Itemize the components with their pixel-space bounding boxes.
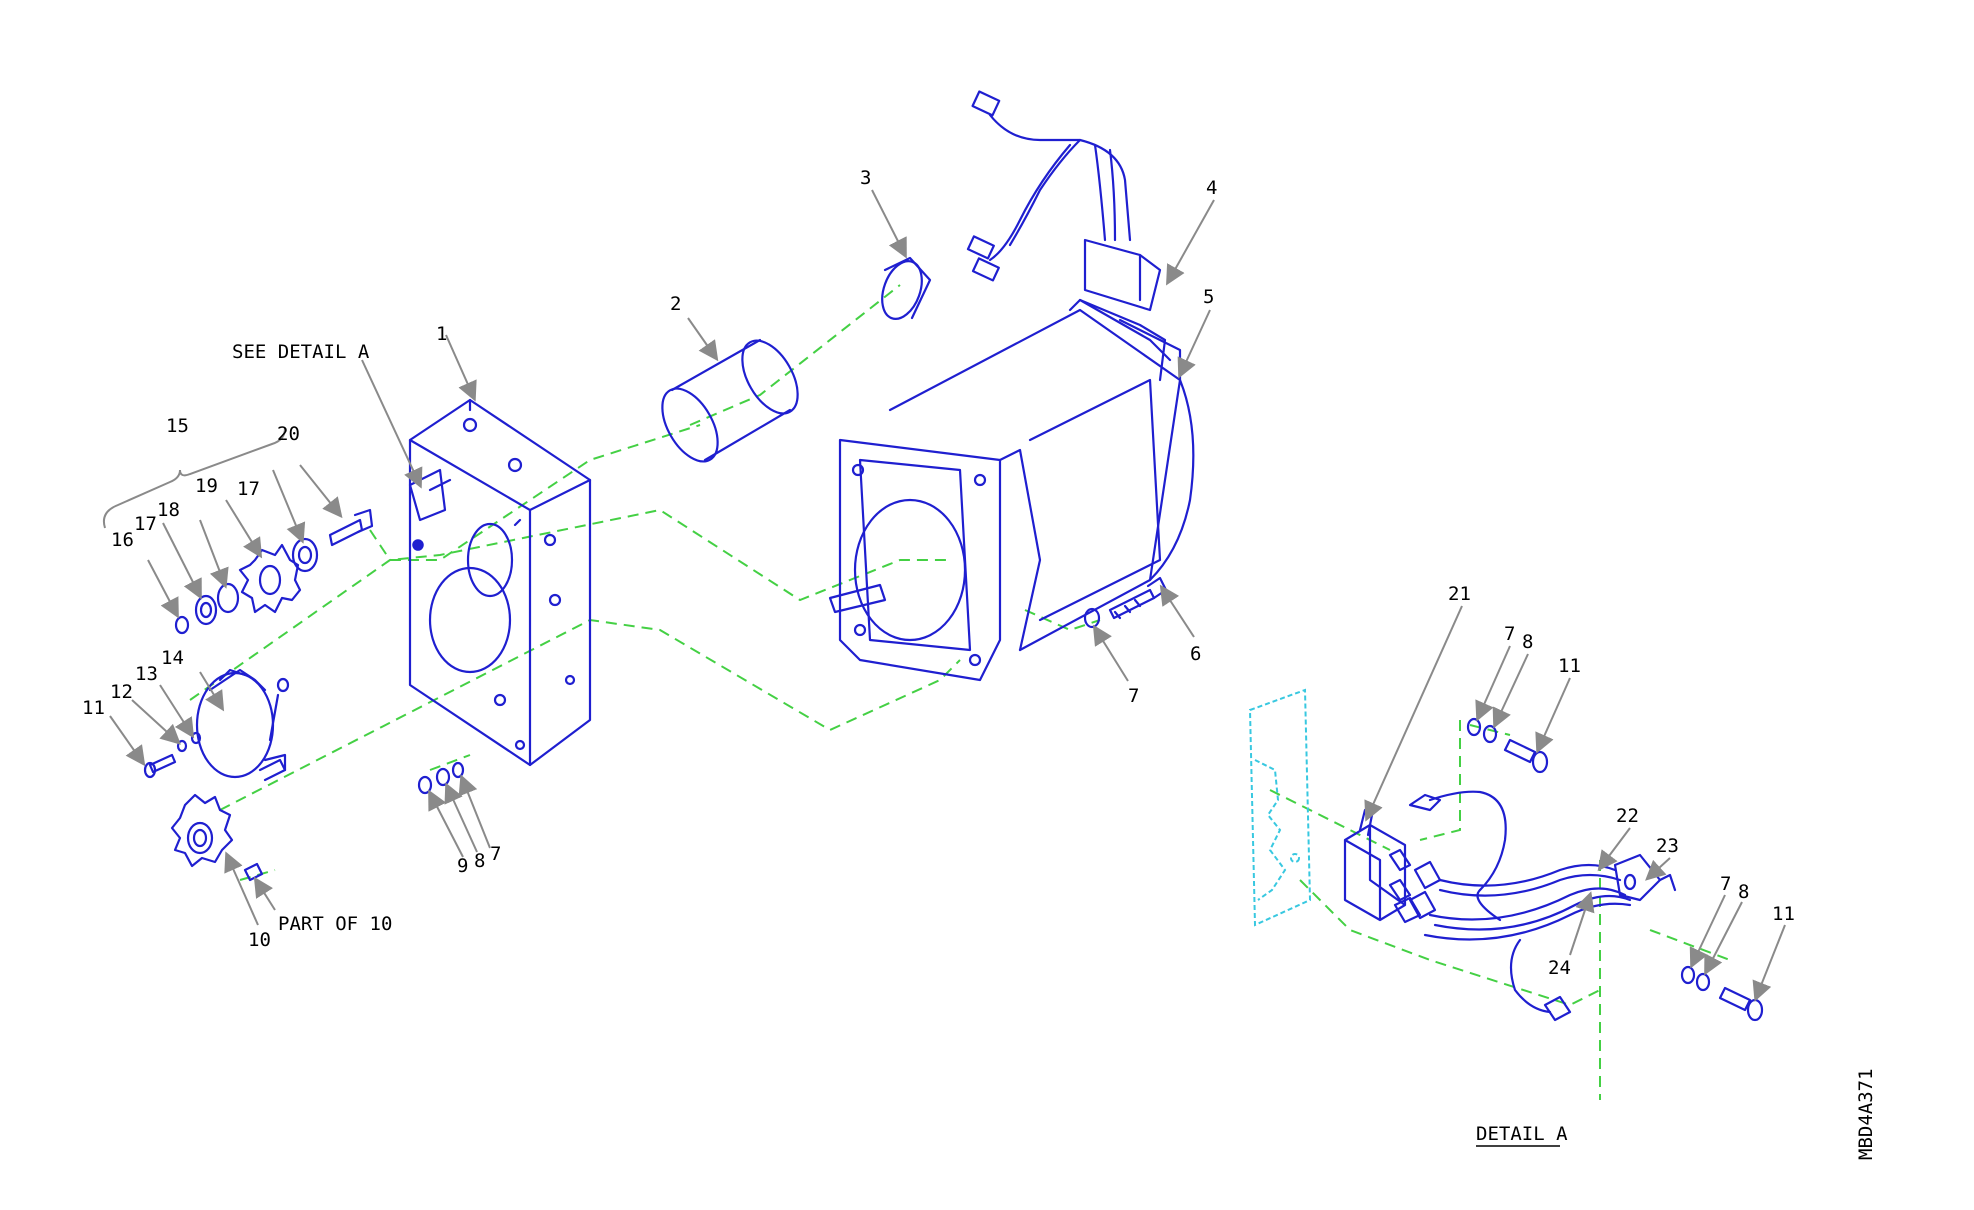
- callout-21: 21: [1448, 583, 1471, 605]
- see-detail-note: SEE DETAIL A: [232, 341, 370, 363]
- notes: SEE DETAIL A PART OF 10 DETAIL A MBD4A37…: [232, 341, 1877, 1160]
- detail-title: DETAIL A: [1476, 1123, 1568, 1145]
- callout-7-motor: 7: [1128, 685, 1139, 707]
- callout-24: 24: [1548, 957, 1571, 979]
- callout-20: 20: [277, 423, 300, 445]
- callout-4: 4: [1206, 177, 1217, 199]
- clamp-ring: [143, 668, 290, 782]
- part-of-note: PART OF 10: [278, 913, 392, 935]
- callout-23: 23: [1656, 835, 1679, 857]
- callout-12: 12: [110, 681, 133, 703]
- capacitor: [661, 338, 799, 463]
- callout-11-left: 11: [82, 697, 105, 719]
- callout-7-detail-bottom: 7: [1720, 873, 1731, 895]
- callout-2: 2: [670, 293, 681, 315]
- callout-13: 13: [135, 663, 158, 685]
- callout-7-housing: 7: [490, 843, 501, 865]
- drawing-id: MBD4A371: [1855, 1068, 1877, 1160]
- housing-washers: [417, 761, 465, 795]
- callout-19: 19: [195, 475, 218, 497]
- callout-11-detail-bottom: 11: [1772, 903, 1795, 925]
- callout-14: 14: [161, 647, 184, 669]
- detail-a-switch: [1343, 790, 1677, 1022]
- callout-labels: 1 2 3 4 5 6 7 15 20 19 17 18 17 16 14 13…: [82, 167, 1795, 979]
- callout-22: 22: [1616, 805, 1639, 827]
- callout-1: 1: [436, 323, 447, 345]
- gearbox-housing: [408, 398, 592, 767]
- capacitor-clip: [881, 256, 932, 320]
- motor: [828, 298, 1195, 682]
- callout-10: 10: [248, 929, 271, 951]
- assembly-guide-lines: [189, 284, 1731, 1100]
- callout-18: 18: [157, 499, 180, 521]
- callout-5: 5: [1203, 286, 1214, 308]
- callout-6: 6: [1190, 643, 1201, 665]
- callout-7-detail-top: 7: [1504, 623, 1515, 645]
- sprocket-shaft-assembly: [174, 508, 374, 635]
- callout-17-left: 17: [134, 513, 157, 535]
- callout-8-detail-top: 8: [1522, 631, 1533, 653]
- drive-sprocket: [170, 793, 264, 882]
- callout-9: 9: [457, 855, 468, 877]
- detail-a-bracket: [1248, 688, 1312, 927]
- motor-bolt: [1083, 576, 1168, 629]
- callout-3: 3: [860, 167, 871, 189]
- callout-11-detail-top: 11: [1558, 655, 1581, 677]
- callout-15: 15: [166, 415, 189, 437]
- callout-8-detail-bottom: 8: [1738, 881, 1749, 903]
- wire-harness: [966, 90, 1162, 312]
- leader-lines: [102, 189, 1786, 1002]
- callout-16: 16: [111, 529, 134, 551]
- callout-17-right: 17: [237, 478, 260, 500]
- callout-8-housing: 8: [474, 850, 485, 872]
